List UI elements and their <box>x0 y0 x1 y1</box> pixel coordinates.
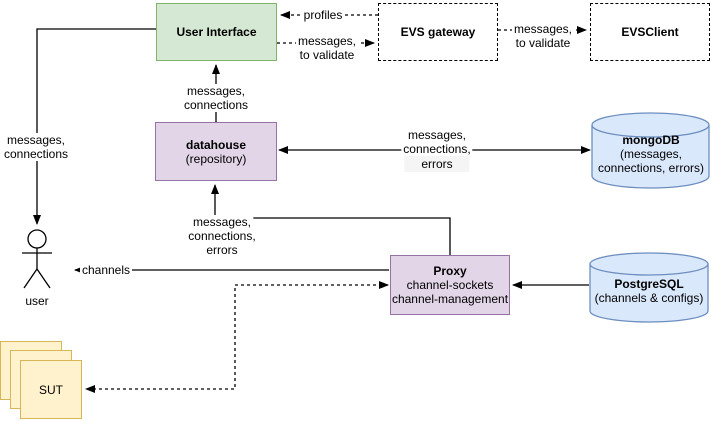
node-sut-title: SUT <box>39 382 63 397</box>
label-profiles: profiles <box>301 8 345 22</box>
label-proxy-to-datahouse: messages, connections, errors <box>186 215 258 257</box>
node-datahouse: datahouse (repository) <box>155 122 277 181</box>
edge-ui-to-user <box>33 28 156 225</box>
label-ui-to-user: messages, connections <box>1 133 71 161</box>
node-mongodb-subtitle-2: connections, errors) <box>597 161 705 175</box>
node-mongodb-label: mongoDB (messages, connections, errors) <box>586 133 711 175</box>
node-proxy-title: Proxy <box>433 264 467 278</box>
node-mongodb-title: mongoDB <box>622 133 680 147</box>
node-postgresql-subtitle: (channels & configs) <box>594 291 704 305</box>
label-ui-to-gateway: messages, to validate <box>295 34 359 62</box>
label-gateway-to-client: messages, to validate <box>511 22 575 50</box>
node-user-interface-title: User Interface <box>176 25 257 39</box>
user-actor-label: user <box>25 294 49 308</box>
node-sut: SUT <box>20 360 82 419</box>
node-evs-gateway-title: EVS gateway <box>400 25 476 39</box>
node-evsclient: EVSClient <box>590 3 710 61</box>
user-actor-icon <box>22 229 52 289</box>
node-datahouse-subtitle: (repository) <box>185 151 247 166</box>
node-mongodb-subtitle-1: (messages, <box>619 147 683 161</box>
node-proxy-subtitle-1: channel-sockets <box>406 278 494 292</box>
mongodb-cylinder-icon <box>591 112 710 189</box>
edge-proxy-sut <box>85 281 389 393</box>
node-user-interface: User Interface <box>156 3 277 61</box>
node-postgresql-label: PostgreSQL (channels & configs) <box>585 277 711 305</box>
label-datahouse-to-ui: messages, connections <box>181 84 251 112</box>
node-evsclient-title: EVSClient <box>621 25 679 39</box>
edge-proxy-to-datahouse <box>211 184 451 255</box>
label-channels: channels <box>79 263 133 277</box>
postgresql-cylinder-icon <box>589 252 709 323</box>
node-proxy: Proxy channel-sockets channel-management <box>390 255 510 315</box>
label-datahouse-mongodb: messages, connections, errors <box>401 128 473 172</box>
node-evs-gateway: EVS gateway <box>378 3 498 61</box>
node-proxy-subtitle-2: channel-management <box>391 292 509 306</box>
node-datahouse-title: datahouse <box>185 137 246 152</box>
node-postgresql-title: PostgreSQL <box>614 277 684 291</box>
